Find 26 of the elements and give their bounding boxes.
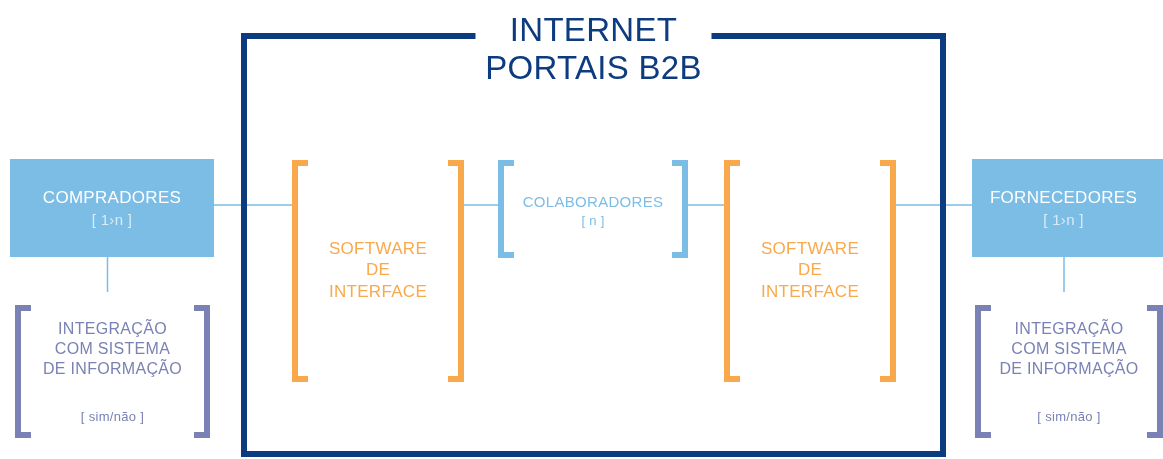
- bracket-box: [975, 305, 1163, 438]
- cardinality-label: [ 1›n ]: [1042, 211, 1085, 230]
- group-box: [10, 159, 214, 257]
- node-label: FORNECEDORES: [988, 187, 1139, 209]
- node-label: COMPRADORES: [41, 187, 183, 209]
- node-label: SOFTWARE DE INTERFACE: [327, 238, 429, 302]
- connector-line: [687, 204, 725, 206]
- node-label: INTEGRAÇÃO COM SISTEMA DE INFORMAÇÃO: [42, 319, 183, 379]
- group-box: [972, 159, 1163, 257]
- portal-heading: INTERNET PORTAIS B2B: [484, 11, 703, 87]
- cardinality-label: [ sim/não ]: [1036, 409, 1102, 426]
- bracket-box: [15, 305, 210, 438]
- connector-line: [463, 204, 499, 206]
- node-label: COLABORADORES: [521, 193, 665, 212]
- cardinality-label: [ sim/não ]: [79, 409, 146, 426]
- connector-line: [106, 256, 109, 293]
- connector-line: [213, 204, 293, 206]
- bracket-box: [292, 160, 464, 382]
- cardinality-label: [ 1›n ]: [90, 211, 134, 230]
- connector-line: [895, 204, 973, 206]
- node-label: INTEGRAÇÃO COM SISTEMA DE INFORMAÇÃO: [998, 319, 1140, 379]
- bracket-box: [498, 160, 688, 258]
- bracket-box: [724, 160, 896, 382]
- node-label: SOFTWARE DE INTERFACE: [759, 238, 861, 302]
- cardinality-label: [ n ]: [580, 213, 606, 230]
- connector-line: [1063, 256, 1065, 293]
